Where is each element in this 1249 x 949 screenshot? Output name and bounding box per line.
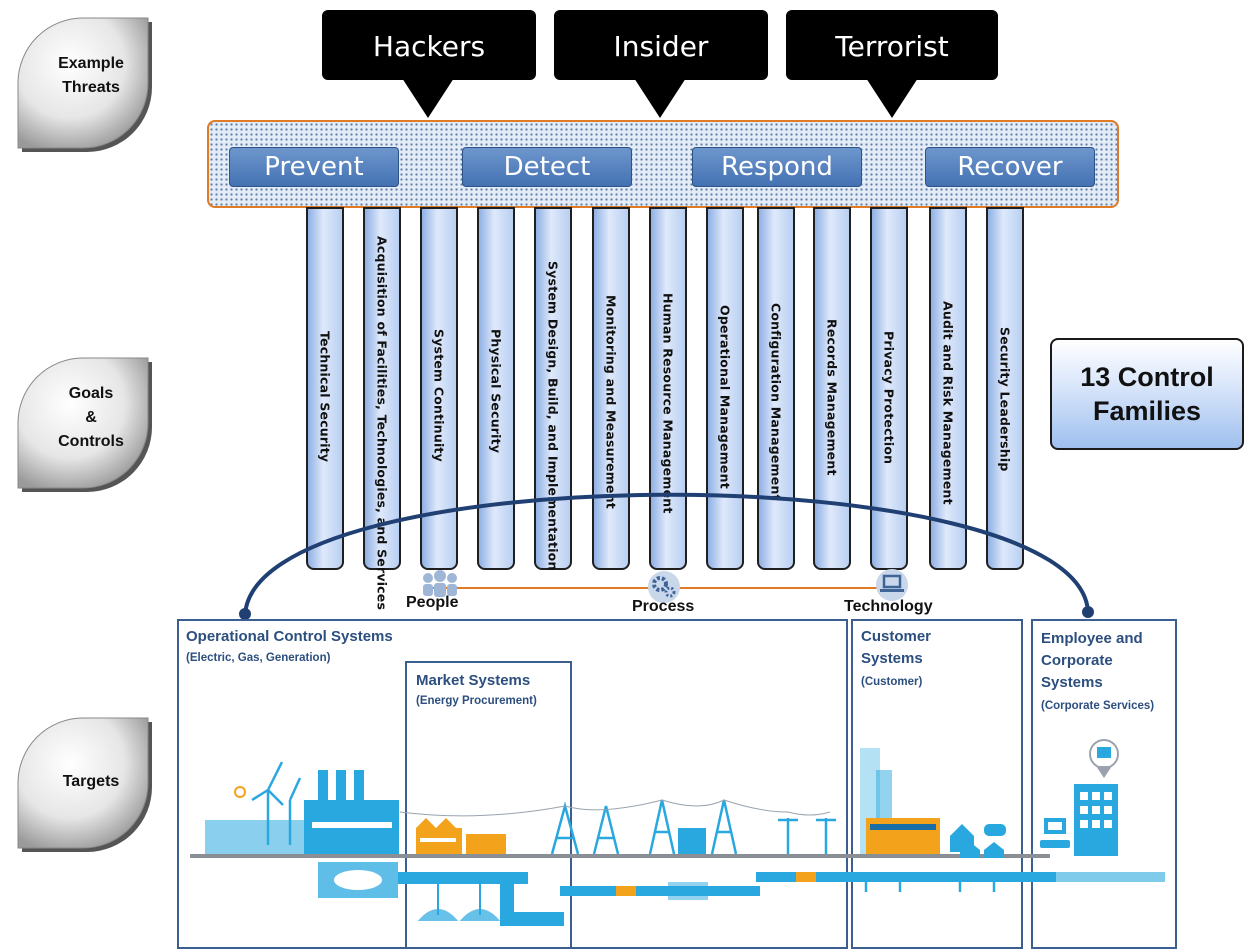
power-plant-icon [205, 770, 399, 854]
goal-recover: Recover [925, 147, 1095, 187]
control-label: Acquisition of Facilities, Technologies,… [374, 236, 390, 611]
utility-pole-icon [778, 818, 836, 854]
control-label: Security Leadership [997, 327, 1013, 472]
gears-icon [648, 571, 680, 603]
people-label: People [406, 594, 459, 611]
control-pillar: Operational Management [706, 207, 744, 570]
distribution-pole-icon [864, 872, 996, 892]
people-icon [423, 570, 457, 597]
controls-badge: Goals & Controls [8, 348, 168, 498]
arc-end-left [239, 608, 251, 620]
control-label: Physical Security [488, 329, 504, 454]
control-label: Privacy Protection [881, 331, 897, 465]
market-title: Market Systems [416, 672, 531, 689]
goal-respond: Respond [692, 147, 862, 187]
controls-badge-label: Goals & Controls [58, 385, 124, 450]
employee-subtitle: (Corporate Services) [1041, 700, 1155, 712]
control-pillar: System Design, Build, and Implementation [534, 207, 572, 571]
customer-subtitle: (Customer) [861, 676, 923, 688]
control-pillar: Physical Security [477, 207, 515, 570]
wind-turbine-icon [251, 761, 302, 845]
scope-arc [243, 492, 1090, 617]
control-label: Operational Management [717, 305, 733, 489]
houses-icon [950, 824, 1006, 858]
control-label: Records Management [824, 319, 840, 476]
control-pillar: Configuration Management [757, 207, 795, 570]
control-pillar: Audit and Risk Management [929, 207, 967, 570]
threat-label: Insider [613, 30, 709, 63]
ground-line [190, 854, 1050, 858]
location-pin-icon [1089, 739, 1119, 778]
threat-label: Hackers [372, 30, 486, 63]
badge-shape [17, 17, 152, 152]
operational-title: Operational Control Systems [186, 628, 393, 645]
customer-title: Customer Systems [861, 628, 932, 667]
threat-terrorist: Terrorist [786, 10, 998, 118]
control-label: Human Resource Management [660, 293, 676, 514]
technology-label: Technology [844, 598, 933, 615]
badge-shape [17, 717, 152, 852]
process-label: Process [632, 598, 695, 615]
factory-icon [416, 818, 506, 854]
threats-badge-label: Example Threats [58, 55, 124, 96]
control-pillar: Acquisition of Facilities, Technologies,… [363, 207, 401, 610]
threat-pointer [866, 78, 918, 118]
threats-badge: Example Threats [8, 8, 168, 158]
well-icon [417, 880, 501, 921]
badge-shape [17, 357, 152, 492]
threat-pointer [634, 78, 686, 118]
targets-badge: Targets [8, 708, 168, 858]
substation-icon [678, 828, 706, 854]
market-subtitle: (Energy Procurement) [416, 695, 537, 707]
control-label: Technical Security [317, 331, 333, 463]
goal-prevent: Prevent [229, 147, 399, 187]
threat-pointer [402, 78, 454, 118]
control-pillar: Monitoring and Measurement [592, 207, 630, 570]
sun-icon [234, 786, 246, 798]
city-buildings-icon [860, 748, 940, 854]
threat-label: Terrorist [835, 30, 949, 63]
computer-icon [1040, 818, 1070, 848]
control-pillar: Human Resource Management [649, 207, 687, 570]
laptop-icon [876, 569, 908, 601]
control-label: System Design, Build, and Implementation [545, 261, 561, 571]
control-label: System Continuity [431, 329, 447, 462]
threat-insider: Insider [554, 10, 768, 118]
goal-detect: Detect [462, 147, 632, 187]
arc-end-right [1082, 606, 1094, 618]
employee-title: Employee and Corporate Systems [1041, 630, 1143, 691]
operational-subtitle: (Electric, Gas, Generation) [186, 652, 331, 664]
control-pillar: Technical Security [306, 207, 344, 570]
control-label: Monitoring and Measurement [603, 295, 619, 509]
office-building-icon [1074, 784, 1118, 856]
control-pillar: Security Leadership [986, 207, 1024, 570]
threat-hackers: Hackers [322, 10, 536, 118]
control-families-box: 13 Control Families [1050, 338, 1244, 450]
targets-badge-label: Targets [62, 773, 120, 790]
control-label: Configuration Management [768, 303, 784, 501]
power-line [399, 799, 831, 817]
control-pillar: Records Management [813, 207, 851, 570]
gas-pipeline [318, 862, 1165, 926]
control-label: Audit and Risk Management [940, 301, 956, 505]
transmission-tower-icon [550, 799, 738, 855]
